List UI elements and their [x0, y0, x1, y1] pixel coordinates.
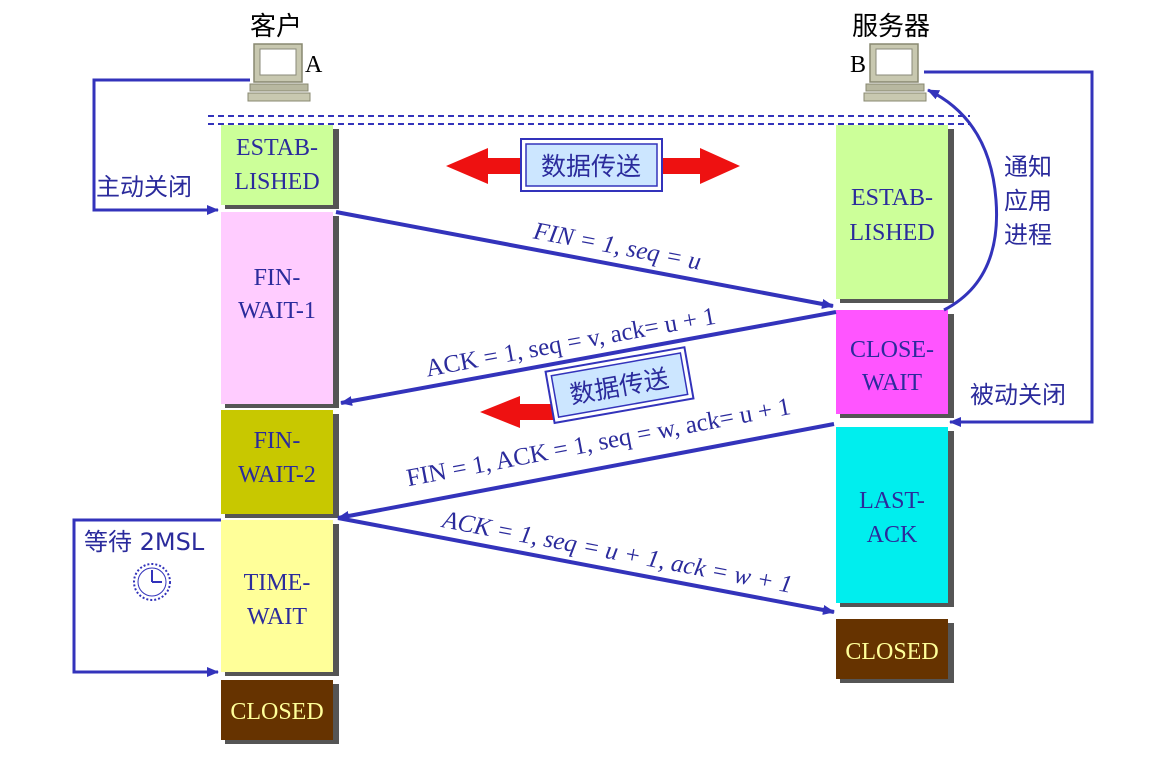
active-close-connector — [92, 78, 250, 215]
server-state-closed: CLOSED — [836, 619, 954, 683]
client-state-established: ESTAB- LISHED — [221, 125, 339, 209]
notify-app-label-2: 应用 — [1004, 187, 1052, 215]
client-letter: A — [305, 52, 323, 78]
server-letter: B — [850, 52, 866, 78]
notify-app-label-1: 通知 — [1004, 153, 1052, 181]
svg-text:WAIT: WAIT — [862, 370, 922, 396]
svg-text:LISHED: LISHED — [234, 169, 319, 195]
svg-text:WAIT-1: WAIT-1 — [238, 298, 316, 324]
svg-text:ESTAB-: ESTAB- — [236, 135, 318, 161]
svg-text:WAIT-2: WAIT-2 — [238, 462, 316, 488]
notify-app-label-3: 进程 — [1004, 221, 1052, 249]
server-title: 服务器 — [852, 12, 930, 42]
svg-text:FIN-: FIN- — [254, 428, 301, 454]
arrow-ack1 — [340, 310, 837, 406]
arrow-ack2 — [337, 516, 835, 615]
svg-text:WAIT: WAIT — [247, 604, 307, 630]
client-computer-icon — [247, 43, 311, 102]
svg-text:CLOSED: CLOSED — [230, 699, 323, 725]
server-state-established: ESTAB- LISHED — [836, 125, 954, 303]
client-state-closed: CLOSED — [221, 680, 339, 744]
client-state-fin-wait-2: FIN- WAIT-2 — [221, 410, 339, 518]
label-ack2: ACK = 1, seq = u + 1, ack = w + 1 — [438, 506, 794, 599]
arrow-fin2 — [337, 422, 835, 521]
wait-2msl-label-bg — [80, 524, 218, 558]
passive-close-connector — [924, 70, 1094, 427]
server-state-last-ack: LAST- ACK — [836, 427, 954, 607]
svg-text:ACK: ACK — [867, 522, 918, 548]
client-state-fin-wait-1: FIN- WAIT-1 — [221, 212, 339, 408]
arrow-fin1 — [335, 210, 834, 309]
data-transfer-label-top: 数据传送 — [541, 152, 641, 181]
server-computer-icon — [863, 43, 927, 102]
data-transfer-arrow-left: 数据传送 — [480, 346, 695, 428]
clock-icon — [133, 563, 171, 601]
wait-2msl-label: 等待 2MSL — [84, 528, 205, 556]
server-state-close-wait: CLOSE- WAIT — [836, 310, 954, 418]
notify-app-connector — [927, 88, 999, 312]
svg-text:LAST-: LAST- — [859, 488, 925, 514]
active-close-label: 主动关闭 — [96, 173, 192, 201]
svg-text:ESTAB-: ESTAB- — [851, 185, 933, 211]
svg-text:TIME-: TIME- — [244, 570, 311, 596]
svg-text:LISHED: LISHED — [849, 220, 934, 246]
svg-text:FIN-: FIN- — [254, 265, 301, 291]
svg-text:CLOSED: CLOSED — [845, 639, 938, 665]
data-transfer-arrow-both: 数据传送 — [446, 138, 740, 192]
passive-close-label: 被动关闭 — [970, 381, 1066, 409]
client-title: 客户 — [250, 12, 302, 42]
wait-2msl-connector — [72, 518, 221, 677]
svg-text:CLOSE-: CLOSE- — [850, 337, 934, 363]
client-state-time-wait: TIME- WAIT — [221, 520, 339, 676]
